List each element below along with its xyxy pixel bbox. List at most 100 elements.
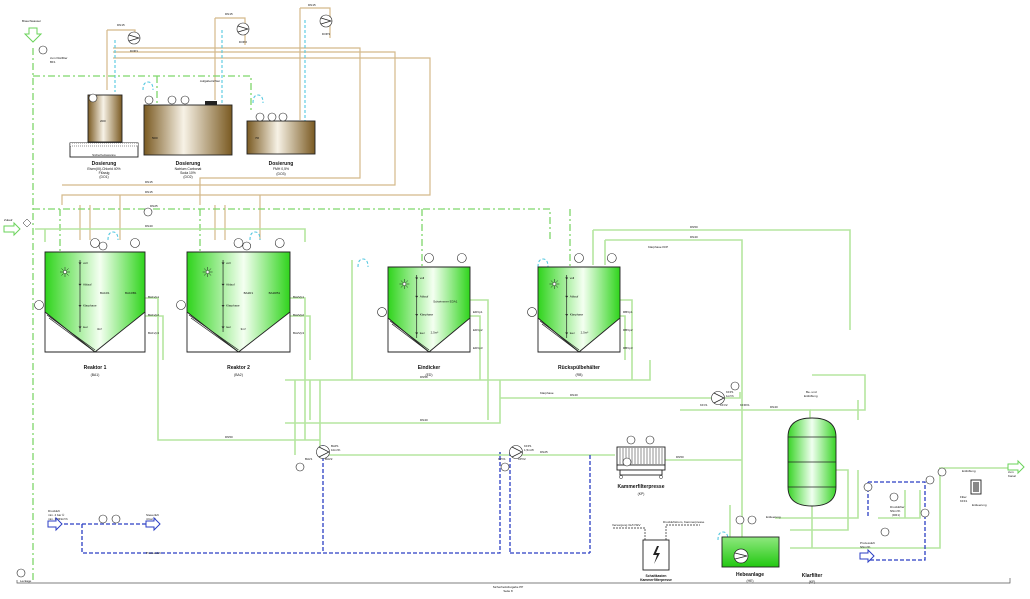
svg-text:NNm³/h: NNm³/h [860, 545, 871, 549]
instrument-bubble[interactable] [278, 112, 288, 122]
svg-text:DN50: DN50 [690, 225, 698, 229]
process-air-blower: Prozessluft NNm³/h Drucklüfter NNm³/h (D… [859, 505, 905, 564]
svg-text:DN40: DN40 [770, 405, 778, 409]
sensor-tag: BA2RB1 [269, 291, 281, 295]
instrument-bubble[interactable] [143, 207, 153, 217]
instrument-bubble[interactable] [645, 435, 655, 445]
leakage-label: Leckage [20, 579, 32, 583]
instrument-bubble[interactable] [144, 95, 154, 105]
switch-box-title: Schaltkasten [646, 574, 667, 578]
sewer-outlet: zum Kanal [1007, 459, 1025, 478]
instrument-bubble[interactable] [622, 457, 632, 467]
dosing-3-volume: 70l [255, 136, 259, 140]
instrument-bubble[interactable] [730, 381, 740, 391]
compressed-air-inlet: Druckluft min. 4 bar Ü min. 100Nm³/h Ste… [47, 509, 161, 555]
process-pipes [35, 228, 1010, 549]
instrument-bubble[interactable] [130, 238, 140, 248]
level-label: Ablauf [83, 282, 92, 286]
pump-tag: BAP1 [331, 444, 339, 448]
tank-3[interactable]: vollAblaufKlarphaseleerEindicker(ED)2,5m… [377, 253, 483, 378]
instrument-bubble[interactable] [456, 253, 467, 263]
tank-tag: (ED) [426, 373, 433, 377]
clarifier-tag: (KF) [809, 580, 816, 584]
instrument-bubble[interactable] [88, 93, 98, 103]
instrument-bubble[interactable] [863, 482, 873, 492]
instrument-bubble[interactable] [735, 515, 745, 525]
instrument-bubble[interactable] [925, 475, 935, 485]
svg-text:min. 100Nm³/h: min. 100Nm³/h [48, 517, 68, 521]
instrument-bubble[interactable] [424, 253, 434, 263]
tank-tag: (BA2) [234, 373, 243, 377]
dosing-1-line1: Eisen(III)-Chlorid 40% [87, 167, 120, 171]
instrument-bubble[interactable] [606, 253, 617, 263]
feed-label: Zulauf [4, 218, 13, 222]
instrument-bubble[interactable] [180, 95, 190, 105]
final-filter[interactable]: Filter KFF1 Entlüftung Entleerung [960, 469, 987, 507]
instrument-bubble[interactable] [176, 300, 186, 310]
dosing-1-line2: Flüssig [99, 171, 110, 175]
filter-drain-label: Entleerung [972, 503, 987, 507]
instrument-bubble[interactable] [167, 95, 177, 105]
process-air-right-label: Prozessluft [860, 541, 875, 545]
instrument-bubble[interactable] [295, 462, 305, 472]
footer-sub: Seite 8 [503, 589, 513, 593]
instrument-bubble[interactable] [267, 112, 277, 122]
svg-text:DN15: DN15 [145, 190, 153, 194]
svg-text:DN25: DN25 [540, 450, 548, 454]
filter-press-tag: (KP) [638, 492, 645, 496]
level-label: voll [226, 261, 231, 265]
dosing-pump-3[interactable]: DOP3 [319, 14, 333, 36]
level-label: leer [226, 325, 231, 329]
connection-label: Druckluftstrom, Kammerpresse [663, 520, 705, 524]
instrument-bubble[interactable] [377, 307, 387, 317]
tank-4[interactable]: vollAblaufKlarphaseleerRückspülbehälter(… [527, 253, 633, 378]
instrument-bubble[interactable] [574, 253, 584, 263]
valve-tag: EDVp1 [473, 310, 483, 314]
lifting-station[interactable]: Hebeanlage (HE) [721, 536, 780, 583]
dosing-pump-2[interactable]: DOP2 [236, 22, 250, 44]
switch-box[interactable]: Schaltkasten Kammerfilterpresse Versorgu… [612, 520, 705, 582]
level-label: voll [420, 276, 425, 280]
filter-vent-label: Entlüftung [962, 469, 976, 473]
tank-volume: 2,5m³ [431, 330, 439, 334]
instrument-bubble[interactable] [90, 238, 100, 248]
clarifier-vessel[interactable]: Klarfilter (KF) Be- und Entlüftung Entle… [766, 390, 837, 584]
motor-icon [98, 241, 108, 251]
valve-tag: BA2Vp2 [293, 313, 304, 317]
valve-tag: BA1Vp1 [148, 295, 159, 299]
safety-tray-label: Sicherheitswanne [92, 153, 116, 157]
svg-text:DN40: DN40 [570, 393, 578, 397]
sensor-tag: BA1RB1 [125, 291, 137, 295]
instrument-bubble[interactable] [626, 435, 636, 445]
instrument-bubble[interactable] [233, 238, 244, 248]
instrument-bubble[interactable] [889, 492, 899, 502]
dosing-2-title: Dosierung [176, 161, 201, 167]
filter-press[interactable]: Kammerfilterpresse (KP) [616, 446, 666, 496]
instrument-bubble[interactable] [880, 527, 890, 537]
valve-tag: KFRV1 [740, 403, 750, 407]
instrument-bubble[interactable] [747, 515, 757, 525]
pump-tag: KFP1 [726, 390, 734, 394]
dosing-tank-3: Dosierung FMH 0,5% (DO3) 70l [246, 120, 316, 176]
instrument-bubble[interactable] [920, 508, 930, 518]
level-label: leer [570, 331, 575, 335]
level-label: Klarphase [83, 304, 97, 308]
dosing-pump-1[interactable]: DOP1 [127, 31, 141, 53]
svg-text:DN25: DN25 [150, 204, 158, 208]
instrument-bubble[interactable] [255, 112, 265, 122]
instrument-bubble[interactable] [937, 467, 947, 477]
lifting-station-title: Hebeanlage [736, 572, 764, 578]
filter-press-title: Kammerfilterpresse [618, 484, 665, 490]
instrument-bubble[interactable] [500, 462, 510, 472]
valve-tag: KFV2 [720, 403, 728, 407]
instrument-bubble[interactable] [527, 307, 537, 317]
level-label: leer [420, 331, 425, 335]
instrument-bubble[interactable] [34, 300, 44, 310]
level-label: Klarphase [570, 313, 584, 317]
instrument-bubble[interactable] [274, 238, 285, 248]
